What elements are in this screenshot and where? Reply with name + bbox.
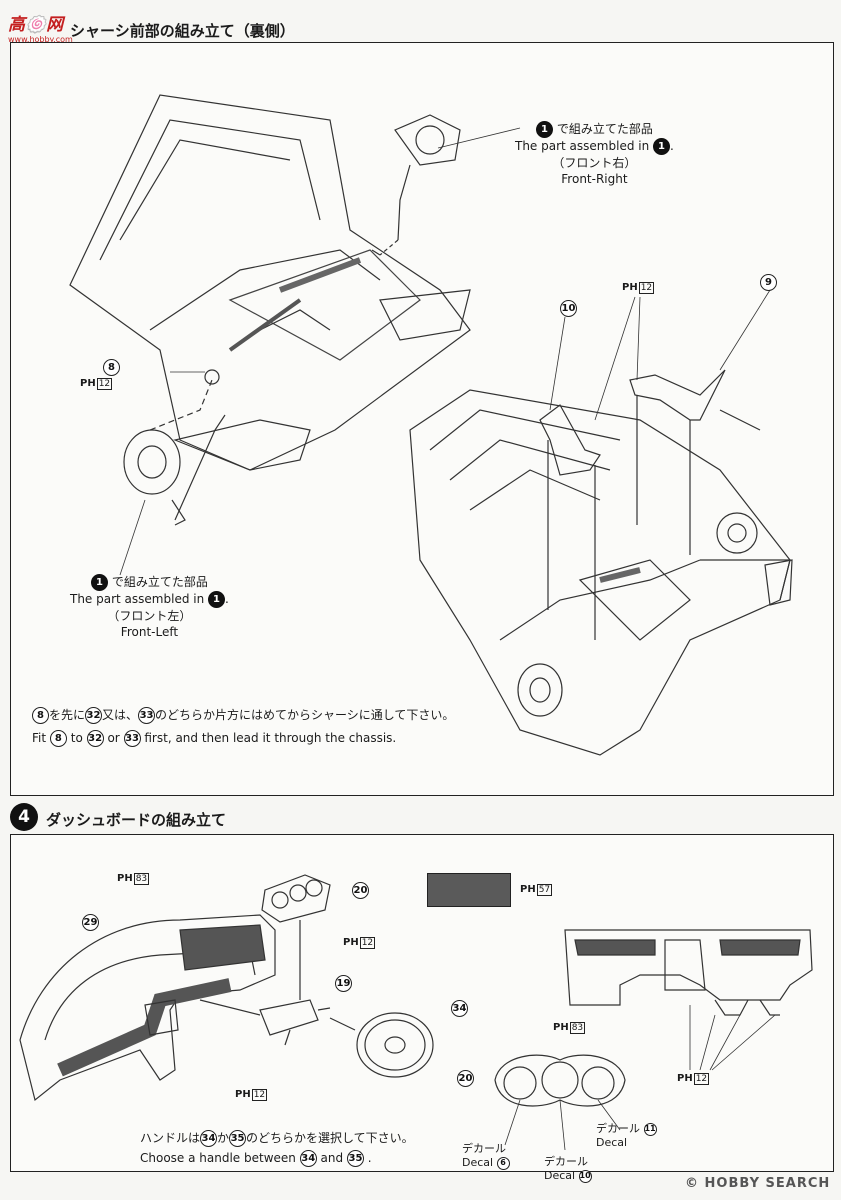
section-a-note-en: Fit 8 to 32 or 33 first, and then lead i… <box>32 730 397 747</box>
section-b-title: ダッシュボードの組み立て <box>46 811 227 829</box>
section-a-panel <box>10 42 834 796</box>
color-swatch <box>427 873 511 907</box>
step-number: 4 <box>10 803 38 831</box>
part-label-20: 20 <box>352 880 369 899</box>
section-b-panel <box>10 834 834 1172</box>
decal-label-10: デカール Decal 10 <box>544 1155 592 1183</box>
callout-front-left: 1 で組み立てた部品 The part assembled in 1. （フロン… <box>70 574 229 639</box>
copyright-symbol: © <box>685 1176 699 1191</box>
part-label-8: 8 <box>103 357 120 376</box>
part-label-9: 9 <box>760 272 777 291</box>
part-label-10: 10 <box>560 298 577 317</box>
section-a-title: シャーシ前部の組み立て（裏側） <box>70 22 295 40</box>
footer-watermark: © HOBBY SEARCH <box>685 1176 830 1191</box>
part-number: 8 <box>103 359 120 376</box>
decal-label-6: デカール Decal 6 <box>462 1142 510 1170</box>
part-number: 9 <box>760 274 777 291</box>
watermark-url: www.hobby.com <box>8 35 73 44</box>
callout-front-right: 1 で組み立てた部品 The part assembled in 1. （フロン… <box>515 121 674 186</box>
part-label-19: 19 <box>335 973 352 992</box>
site-watermark: 高🍥网 www.hobby.com <box>8 10 73 44</box>
part-label-20b: 20 <box>457 1068 474 1087</box>
part-number: 10 <box>560 300 577 317</box>
decal-label-11: デカール 11 Decal <box>596 1122 657 1149</box>
watermark-logo: 高🍥网 <box>8 15 64 35</box>
brand-name: HOBBY SEARCH <box>704 1176 831 1191</box>
part-label-29: 29 <box>82 912 99 931</box>
section-b-note-en: Choose a handle between 34 and 35 . <box>140 1150 372 1167</box>
part-label-34: 34 <box>451 998 468 1017</box>
